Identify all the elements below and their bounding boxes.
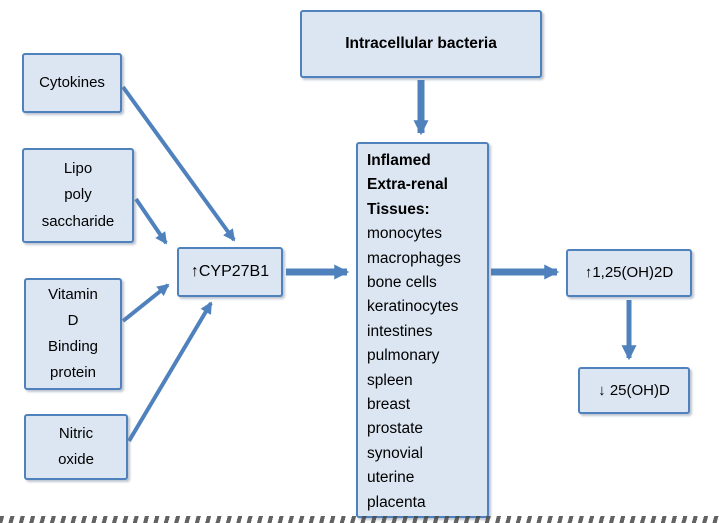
box-vitamin-d-binding-protein: Vitamin D Binding protein — [24, 278, 122, 390]
vitamin-d-binding-protein-label: Vitamin D Binding protein — [47, 285, 99, 382]
125ohd-label: ↑1,25(OH)2D — [584, 264, 674, 281]
tissue-item: bone cells — [367, 274, 437, 292]
tissue-item: keratinocytes — [367, 298, 459, 316]
inflamed-tissues-title: Inflamed Extra-renal Tissues: — [367, 152, 448, 218]
cyp27b1-label: ↑CYP27B1 — [190, 263, 270, 281]
tissue-item: uterine — [367, 469, 415, 487]
box-cyp27b1: ↑CYP27B1 — [177, 247, 283, 297]
cytokines-label: Cytokines — [39, 74, 105, 91]
torn-paper-edge — [0, 516, 719, 523]
box-25ohd: ↓ 25(OH)D — [578, 367, 690, 414]
tissue-item: intestines — [367, 322, 433, 340]
intracellular-bacteria-label: Intracellular bacteria — [345, 34, 497, 52]
box-nitric-oxide: Nitric oxide — [24, 414, 128, 480]
box-inflamed-extra-renal-tissues: Inflamed Extra-renal Tissues: monocytes … — [356, 142, 489, 518]
box-cytokines: Cytokines — [22, 53, 122, 113]
arrow-cytokines-to-cyp27b1 — [121, 85, 236, 242]
tissue-item: macrophages — [367, 249, 461, 267]
arrow-nitric-oxide-to-cyp27b1 — [127, 301, 213, 443]
nitric-oxide-label: Nitric oxide — [58, 424, 94, 468]
tissue-item: placenta — [367, 493, 426, 511]
tissue-item: monocytes — [367, 225, 442, 243]
tissue-item: breast — [367, 396, 411, 414]
lipopolysaccharide-label: Lipo poly saccharide — [41, 160, 115, 230]
tissue-item: spleen — [367, 371, 413, 389]
box-lipopolysaccharide: Lipo poly saccharide — [22, 148, 134, 243]
tissue-item: prostate — [367, 420, 424, 438]
box-intracellular-bacteria: Intracellular bacteria — [300, 10, 542, 78]
tissue-item: pulmonary — [367, 347, 440, 365]
tissue-item: synovial — [367, 444, 423, 462]
box-125ohd: ↑1,25(OH)2D — [566, 249, 692, 297]
arrow-lps-to-cyp27b1 — [134, 197, 168, 245]
arrow-vdbp-to-cyp27b1 — [121, 283, 170, 323]
25ohd-label: ↓ 25(OH)D — [598, 381, 670, 399]
